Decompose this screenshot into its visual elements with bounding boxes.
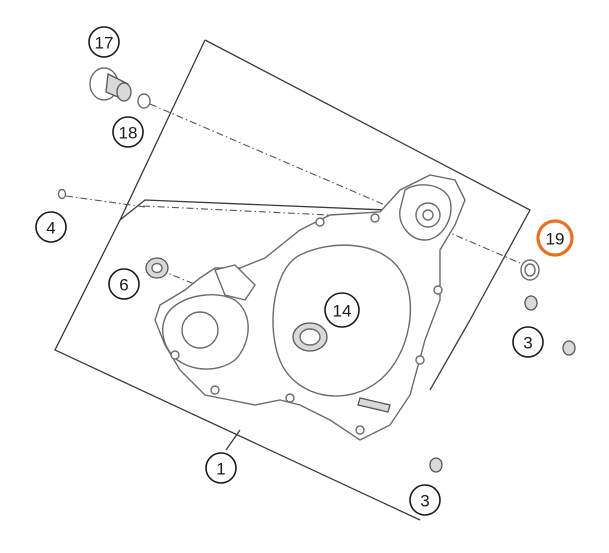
screw-plug-part [89, 67, 132, 102]
bearing-part [292, 322, 328, 352]
callout-label: 1 [216, 460, 225, 479]
seal-ring-19-part [520, 259, 540, 281]
callout-label: 18 [119, 124, 138, 143]
callout-label: 3 [523, 334, 532, 353]
pin-part [57, 188, 67, 200]
callout-4: 4 [35, 211, 67, 243]
dowel-sleeve-parts [429, 295, 576, 473]
callout-label: 14 [333, 302, 352, 321]
callout-label: 3 [420, 492, 429, 511]
callout-19-highlighted: 19 [536, 219, 574, 257]
shaft-seal-part [145, 257, 169, 279]
callout-3-bottom: 3 [409, 484, 441, 516]
callout-18: 18 [112, 116, 144, 148]
callout-17: 17 [88, 26, 120, 58]
seal-ring-18-part [137, 93, 151, 109]
callout-3-right: 3 [512, 326, 544, 358]
callout-6: 6 [108, 268, 140, 300]
callout-14: 14 [324, 292, 360, 328]
callout-label: 4 [46, 219, 55, 238]
leader-lines [225, 429, 241, 451]
assembly-frame [54, 39, 531, 521]
clutch-cover-part [154, 174, 466, 441]
callout-label: 6 [119, 276, 128, 295]
callout-label: 19 [546, 230, 565, 249]
callout-1: 1 [205, 452, 237, 484]
callout-label: 17 [95, 34, 114, 53]
